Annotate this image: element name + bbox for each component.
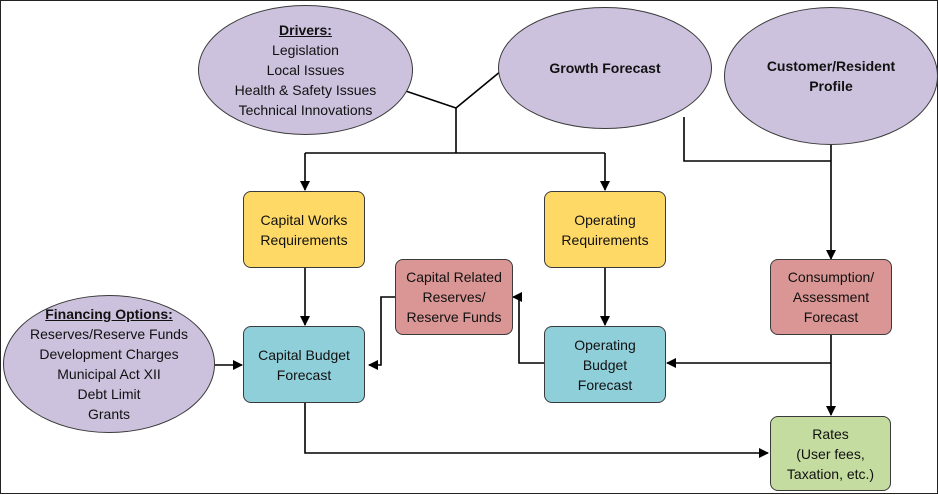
consumption-forecast-box: Consumption/ Assessment Forecast — [770, 259, 892, 335]
financing-item: Reserves/Reserve Funds — [30, 326, 188, 342]
capital-reserves-line: Reserve Funds — [406, 309, 502, 325]
financing-item: Debt Limit — [77, 386, 141, 402]
consumption-forecast-line: Forecast — [803, 309, 859, 325]
operating-requirements-line: Requirements — [561, 231, 649, 248]
connector-growth-to-consumption — [683, 117, 831, 162]
financing-item: Municipal Act XII — [57, 366, 161, 382]
connector-growth-merge — [455, 70, 502, 109]
capital-reserves-line: Capital Related — [406, 269, 502, 285]
operating-requirements-line: Operating — [574, 211, 636, 228]
financing-options-ellipse: Financing Options: Reserves/Reserve Fund… — [3, 295, 215, 433]
capital-budget-line: Forecast — [276, 366, 332, 383]
rates-line: Rates — [812, 425, 849, 442]
drivers-item: Health & Safety Issues — [234, 82, 377, 98]
operating-budget-forecast-box: Operating Budget Forecast — [544, 326, 666, 403]
capital-works-line: Requirements — [260, 231, 348, 248]
connector-reserves-to-capbudget — [368, 296, 396, 370]
financing-item: Grants — [87, 406, 130, 422]
capital-budget-forecast-box: Capital Budget Forecast — [243, 326, 365, 403]
capital-works-line: Capital Works — [260, 211, 348, 228]
operating-budget-line: Operating — [574, 336, 636, 353]
capital-reserves-line: Reserves/ — [422, 289, 486, 305]
rates-line: Taxation, etc.) — [786, 465, 875, 482]
consumption-forecast-line: Assessment — [792, 289, 870, 305]
customer-profile-line: Profile — [809, 78, 853, 94]
drivers-item: Local Issues — [266, 62, 345, 78]
drivers-item: Technical Innovations — [238, 102, 373, 118]
consumption-forecast-line: Consumption/ — [787, 269, 875, 285]
capital-works-requirements-box: Capital Works Requirements — [243, 191, 365, 268]
capital-budget-line: Capital Budget — [258, 346, 350, 363]
drivers-item: Legislation — [272, 42, 339, 58]
rates-line: (User fees, — [796, 445, 865, 462]
connector-capbudget-to-rates — [304, 402, 769, 458]
customer-profile-ellipse: Customer/Resident Profile — [724, 7, 938, 145]
drivers-ellipse: Drivers: Legislation Local Issues Health… — [198, 5, 413, 135]
operating-budget-line: Budget — [582, 356, 628, 373]
customer-profile-line: Customer/Resident — [766, 58, 896, 74]
operating-budget-line: Forecast — [577, 376, 633, 393]
rates-box: Rates (User fees, Taxation, etc.) — [770, 416, 891, 491]
capital-reserves-box: Capital Related Reserves/ Reserve Funds — [395, 259, 513, 335]
drivers-heading: Drivers: — [279, 22, 332, 38]
connector-opbudget-to-reserves — [512, 292, 544, 364]
financing-heading: Financing Options: — [45, 306, 173, 322]
growth-forecast-label: Growth Forecast — [549, 60, 661, 76]
operating-requirements-box: Operating Requirements — [544, 191, 666, 268]
financing-item: Development Charges — [39, 346, 179, 362]
growth-forecast-ellipse: Growth Forecast — [498, 7, 712, 129]
